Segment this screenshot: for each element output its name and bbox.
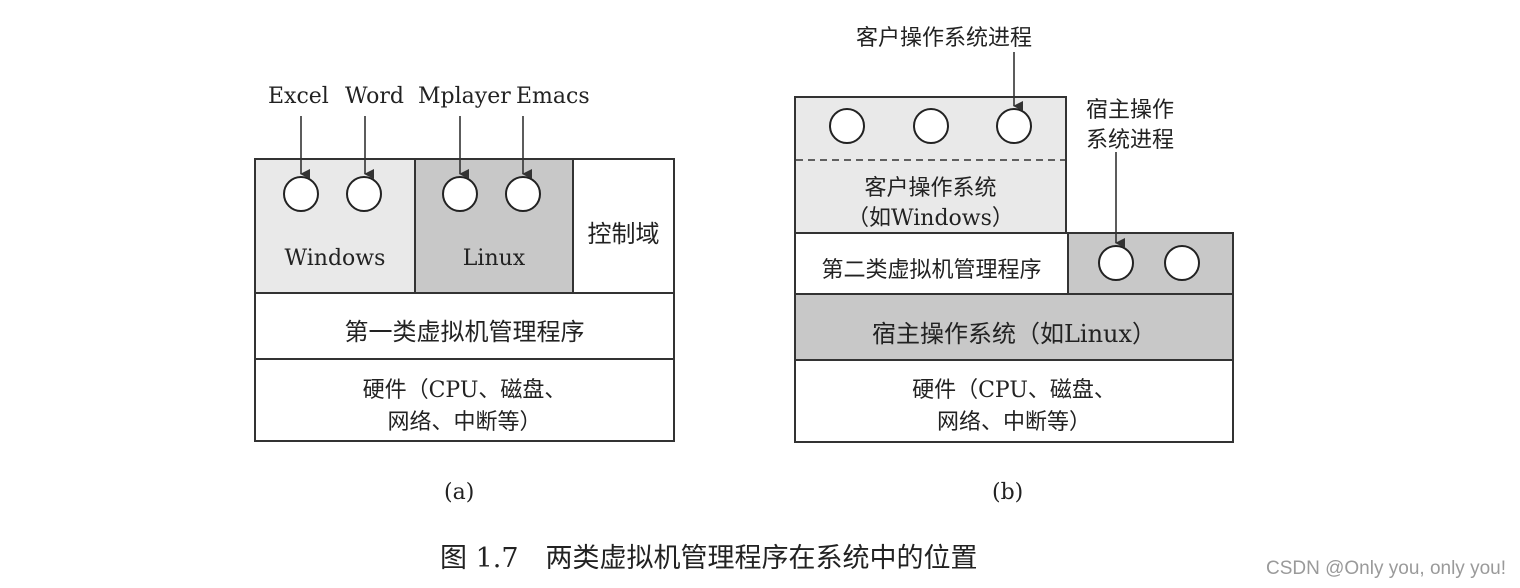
- hardware-label-a-line2: 网络、中断等）: [387, 410, 542, 435]
- windows-label: Windows: [284, 246, 386, 271]
- host-os-label: 宿主操作系统（如Linux）: [871, 320, 1157, 348]
- guest-process-label: 客户操作系统进程: [856, 26, 1033, 51]
- process-circle: [283, 176, 319, 212]
- hardware-label-a-line1: 硬件（CPU、磁盘、: [362, 378, 567, 403]
- type1-hypervisor-label: 第一类虚拟机管理程序: [344, 318, 585, 346]
- control-domain-label: 控制域: [587, 220, 660, 248]
- process-circle: [913, 108, 949, 144]
- type1-hypervisor-box: [254, 292, 675, 360]
- hardware-label-b-line2: 网络、中断等）: [936, 410, 1091, 435]
- app-label-emacs: Emacs: [516, 84, 590, 109]
- app-label-word: Word: [345, 84, 404, 109]
- hardware-label-b-line1: 硬件（CPU、磁盘、: [912, 378, 1116, 403]
- windows-vm-box: [254, 158, 416, 294]
- host-process-label-line1: 宿主操作: [1086, 98, 1175, 123]
- guest-os-label-line1: 客户操作系统: [864, 176, 997, 201]
- caption-b: (b): [992, 480, 1024, 505]
- process-circle: [996, 108, 1032, 144]
- hardware-box-a: [254, 358, 675, 442]
- watermark: CSDN @Only you, only you!: [1266, 558, 1506, 579]
- linux-label: Linux: [462, 246, 526, 271]
- hardware-box-b: [794, 359, 1234, 443]
- guest-os-label-line2: （如Windows）: [847, 206, 1014, 231]
- app-label-mplayer: Mplayer: [418, 84, 511, 109]
- host-process-box: [1067, 232, 1234, 295]
- process-circle: [829, 108, 865, 144]
- app-label-excel: Excel: [268, 84, 329, 109]
- type2-hypervisor-label: 第二类虚拟机管理程序: [821, 258, 1042, 283]
- caption-a: (a): [444, 480, 475, 505]
- host-process-label-line2: 系统进程: [1086, 128, 1175, 153]
- process-circle: [1164, 245, 1200, 281]
- figure-caption: 图 1.7 两类虚拟机管理程序在系统中的位置: [440, 543, 978, 574]
